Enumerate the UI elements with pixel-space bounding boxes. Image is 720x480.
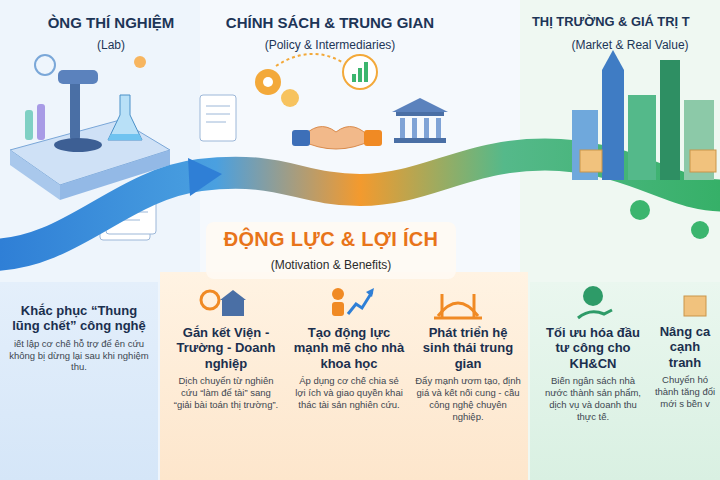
market-zone (520, 0, 720, 480)
item-description: Chuyển hó thành tăng đổi mới s bền v (652, 374, 718, 410)
stage-heading: ÒNG THÍ NGHIỆM (36, 14, 186, 31)
benefit-item: Khắc phục “Thung lũng chết” công nghệ iết… (6, 300, 152, 376)
city-illustration (572, 50, 716, 239)
item-heading: Gắn kết Viện - Trường - Doanh nghiệp (171, 325, 281, 371)
benefit-item: Phát triển hệ sinh thái trung gianĐẩy mạ… (412, 322, 524, 425)
item-description: (Motivation & Benefits) (212, 258, 450, 273)
item-heading: Tạo động lực mạnh mẽ cho nhà khoa học (293, 325, 405, 371)
item-description: Áp dụng cơ chế chia sẻ lợi ích và giao q… (293, 375, 405, 411)
item-icons (201, 286, 706, 318)
benefit-item: Gắn kết Viện - Trường - Doanh nghiệpDịch… (168, 322, 284, 414)
item-description: iết lập cơ chế hỗ trợ để ên cứu không bị… (9, 338, 149, 374)
stage-subtitle: (Policy & Intermediaries) (200, 38, 460, 52)
item-description: Đẩy mạnh ươm tạo, định giá và kết nối cu… (415, 375, 521, 423)
item-heading: Khắc phục “Thung lũng chết” công nghệ (9, 303, 149, 334)
benefit-item: Nâng ca cạnh tranhChuyển hó thành tăng đ… (650, 322, 720, 412)
market-panel (530, 282, 720, 480)
stage-subtitle: (Lab) (36, 38, 186, 52)
stage-heading: CHÍNH SÁCH & TRUNG GIAN (200, 14, 460, 31)
center-banner: ĐỘNG LỰC & LỢI ÍCH (Motivation & Benefits… (206, 222, 456, 279)
item-heading: Nâng ca cạnh tranh (652, 324, 718, 370)
ribbon-arrowhead (188, 158, 222, 196)
policy-illustration (200, 54, 448, 149)
benefit-item: Tạo động lực mạnh mẽ cho nhà khoa học Áp … (290, 322, 408, 414)
item-heading: Tối ưu hóa đầu tư công cho KH&CN (541, 325, 645, 371)
item-heading: Phát triển hệ sinh thái trung gian (415, 325, 521, 371)
benefit-item: Tối ưu hóa đầu tư công cho KH&CNBiến ngâ… (538, 322, 648, 425)
item-heading: ĐỘNG LỰC & LỢI ÍCH (212, 228, 450, 252)
item-description: Dịch chuyển từ nghiên cứu “làm để tài” s… (171, 375, 281, 411)
lab-panel (0, 282, 158, 480)
stage-subtitle: (Market & Real Value) (550, 38, 710, 52)
stage-heading: THỊ TRƯỜNG & GIÁ TRỊ T (532, 14, 720, 29)
item-description: Biến ngân sách nhà nước thành sản phẩm, … (541, 375, 645, 423)
policy-panel (160, 272, 528, 480)
